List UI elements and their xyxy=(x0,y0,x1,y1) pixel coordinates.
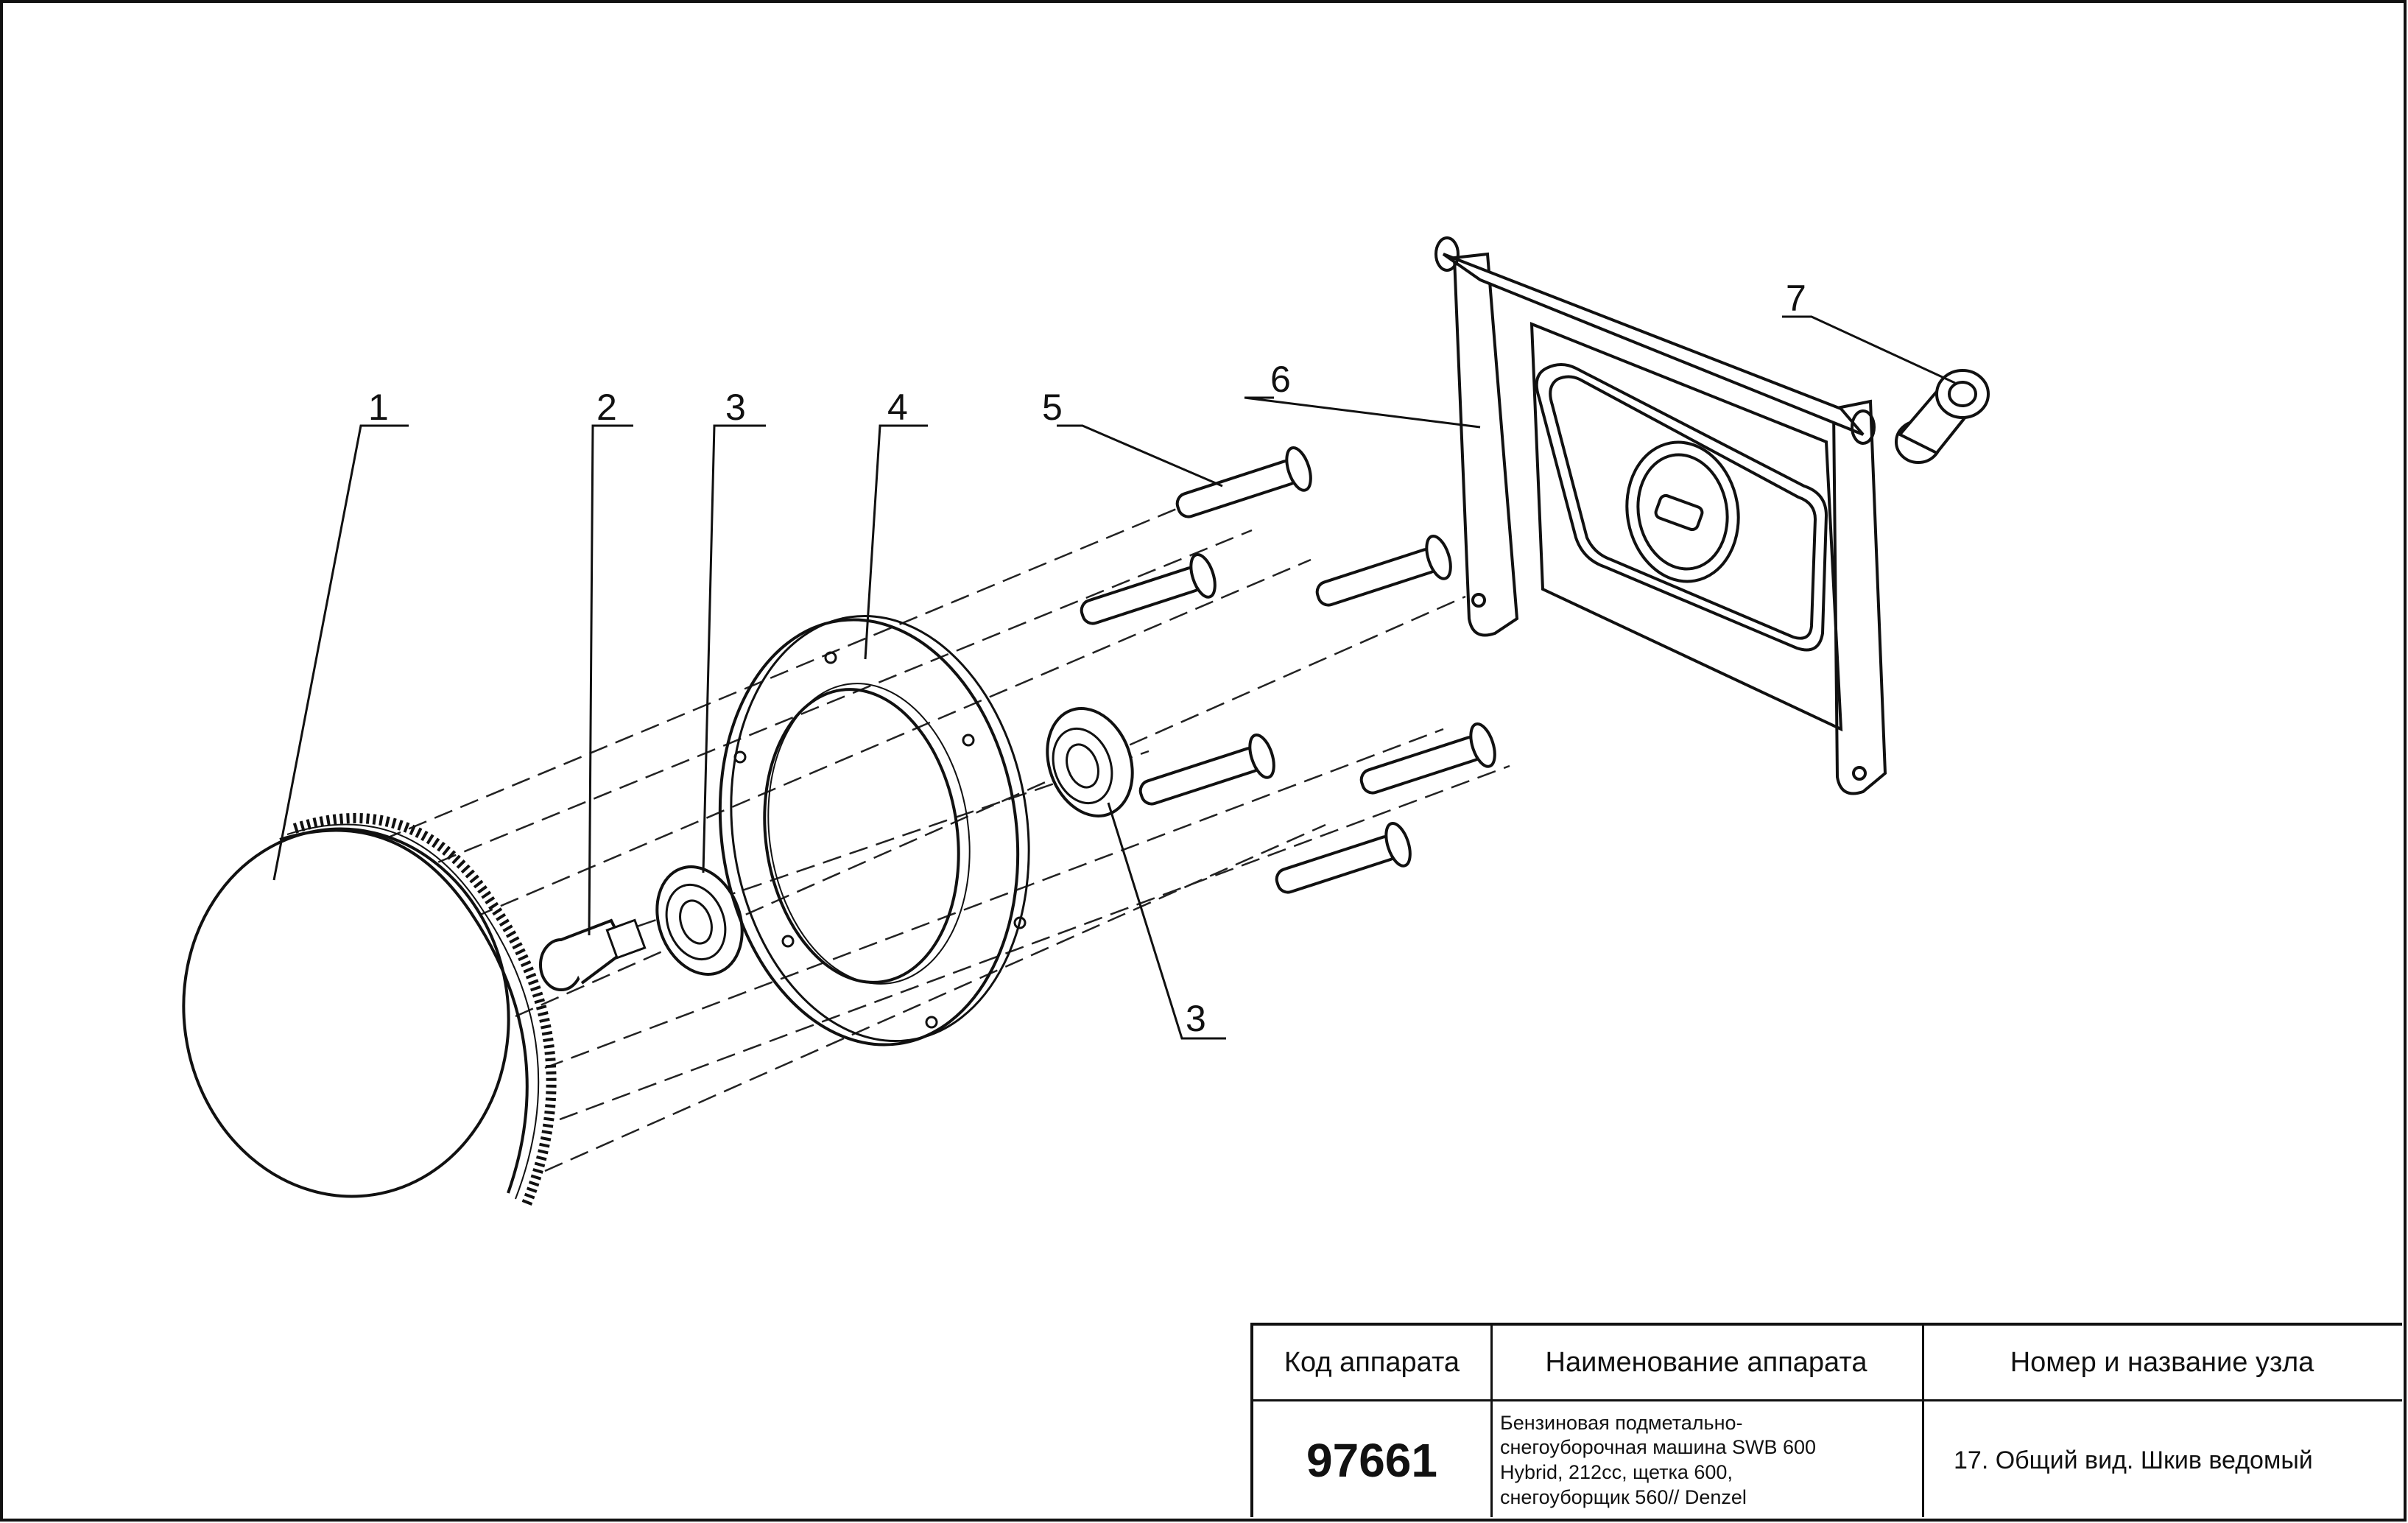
device-name: Бензиновая подметально- снегоуборочная м… xyxy=(1500,1411,1817,1508)
nut-part-7 xyxy=(1895,369,1990,464)
bearing-part-3-left xyxy=(655,865,744,976)
header-node: Номер и название узла xyxy=(2010,1346,2314,1378)
callout-4: 4 xyxy=(887,387,908,428)
device-code: 97661 xyxy=(1306,1434,1437,1487)
callout-7: 7 xyxy=(1786,278,1806,319)
pulley-part-1 xyxy=(182,812,557,1206)
title-block: Код аппарата Наименование аппарата Номер… xyxy=(1250,1323,2402,1517)
node-name: 17. Общий вид. Шкив ведомый xyxy=(1954,1446,2313,1474)
bearing-part-3-right xyxy=(1046,707,1134,817)
callout-2: 2 xyxy=(596,387,617,428)
title-block-divider xyxy=(1490,1326,1493,1517)
callout-1: 1 xyxy=(368,387,389,428)
callout-3: 3 xyxy=(725,387,746,428)
title-block-divider xyxy=(1922,1326,1924,1517)
bolts-part-5 xyxy=(1080,446,1496,894)
assembly-axis-lines xyxy=(382,507,1510,1172)
callout-6: 6 xyxy=(1270,359,1291,400)
axle-pin-part-2 xyxy=(539,918,647,991)
header-name: Наименование аппарата xyxy=(1545,1346,1867,1378)
callout-5: 5 xyxy=(1042,387,1063,428)
title-block-divider xyxy=(1253,1399,2402,1401)
bracket-frame-part-6 xyxy=(1434,236,1887,795)
callout-3-right: 3 xyxy=(1186,998,1206,1039)
header-code: Код аппарата xyxy=(1284,1346,1460,1378)
callout-leaders xyxy=(272,315,1956,1040)
flange-ring-part-4 xyxy=(718,614,1030,1047)
